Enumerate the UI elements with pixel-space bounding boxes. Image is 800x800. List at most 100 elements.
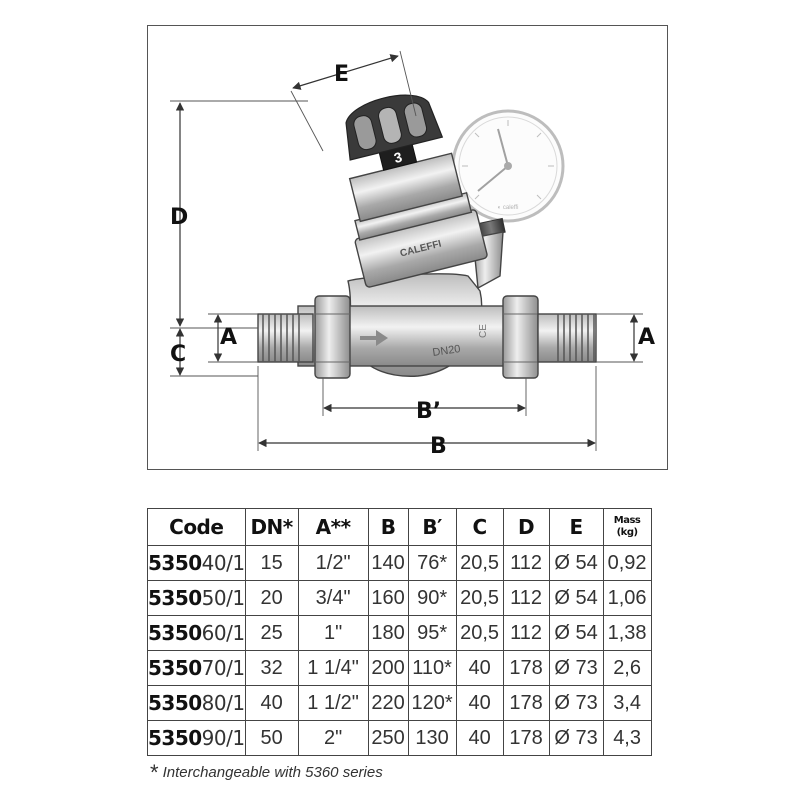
cell-a: 1" — [297, 615, 369, 651]
cell-b-prime: 130 — [407, 720, 457, 756]
svg-text:B: B — [430, 434, 447, 459]
header-dn: DN* — [244, 508, 299, 546]
dimension-a-right: A — [596, 313, 655, 363]
cell-mass: 3,4 — [602, 685, 652, 721]
code-prefix: 5350 — [148, 621, 202, 645]
cell-c: 40 — [455, 650, 504, 686]
cell-dn: 50 — [244, 720, 299, 756]
cell-code: 535080/1 — [147, 685, 246, 721]
cell-code: 535040/1 — [147, 545, 246, 581]
svg-text:D: D — [170, 205, 188, 230]
cell-a: 1 1/2" — [297, 685, 369, 721]
cell-code: 535090/1 — [147, 720, 246, 756]
code-prefix: 5350 — [148, 586, 202, 610]
code-prefix: 5350 — [148, 656, 202, 680]
svg-text:A: A — [638, 325, 655, 350]
dimension-b: B — [257, 366, 597, 459]
cell-e: Ø 54 — [548, 545, 604, 581]
code-suffix: 60/1 — [201, 621, 245, 645]
cell-b-prime: 95* — [407, 615, 457, 651]
svg-text:A: A — [220, 325, 237, 350]
footnote-star: * — [150, 760, 159, 785]
cell-dn: 25 — [244, 615, 299, 651]
valve-head: CALEFFI 3 — [345, 94, 488, 288]
dimension-c: C — [170, 327, 258, 377]
cell-b-prime: 120* — [407, 685, 457, 721]
header-mass-unit: (kg) — [616, 527, 638, 538]
cell-dn: 40 — [244, 685, 299, 721]
code-suffix: 70/1 — [201, 656, 245, 680]
cell-d: 178 — [502, 650, 550, 686]
header-e: E — [548, 508, 604, 546]
svg-text:C: C — [170, 342, 186, 367]
cell-b: 200 — [367, 650, 409, 686]
cell-b-prime: 90* — [407, 580, 457, 616]
cell-a: 2" — [297, 720, 369, 756]
header-b-prime: B′ — [407, 508, 457, 546]
footnote: *Interchangeable with 5360 series — [150, 760, 383, 786]
cell-d: 112 — [502, 615, 550, 651]
cell-a: 1 1/4" — [297, 650, 369, 686]
cell-c: 20,5 — [455, 615, 504, 651]
cell-code: 535060/1 — [147, 615, 246, 651]
dimension-d: D — [170, 100, 308, 327]
cell-b: 250 — [367, 720, 409, 756]
cell-e: Ø 73 — [548, 720, 604, 756]
svg-text:E: E — [334, 62, 349, 87]
cell-c: 40 — [455, 720, 504, 756]
cell-mass: 0,92 — [602, 545, 652, 581]
header-mass: Mass (kg) — [602, 508, 652, 546]
cell-e: Ø 54 — [548, 580, 604, 616]
footnote-text: Interchangeable with 5360 series — [162, 764, 383, 781]
setting-digit: 3 — [392, 149, 404, 166]
right-union — [502, 295, 597, 379]
cell-mass: 1,06 — [602, 580, 652, 616]
cell-c: 40 — [455, 685, 504, 721]
valve-diagram: ◐ caleffi DN20 CE — [147, 25, 668, 470]
specs-table: Code DN* A** B B′ C D E Mass (kg) 535040… — [147, 508, 652, 756]
size-mark: DN20 — [432, 343, 462, 359]
header-c: C — [455, 508, 504, 546]
valve-drawing: ◐ caleffi DN20 CE — [170, 50, 655, 459]
code-suffix: 80/1 — [201, 691, 245, 715]
svg-text:CE: CE — [478, 324, 489, 338]
cell-mass: 1,38 — [602, 615, 652, 651]
cell-c: 20,5 — [455, 580, 504, 616]
cell-b-prime: 110* — [407, 650, 457, 686]
cell-dn: 32 — [244, 650, 299, 686]
cell-e: Ø 73 — [548, 650, 604, 686]
cell-dn: 20 — [244, 580, 299, 616]
cell-d: 112 — [502, 580, 550, 616]
header-d: D — [502, 508, 550, 546]
cell-b: 160 — [367, 580, 409, 616]
code-suffix: 90/1 — [201, 726, 245, 750]
svg-text:B’: B’ — [416, 399, 441, 424]
cell-c: 20,5 — [455, 545, 504, 581]
cell-d: 178 — [502, 685, 550, 721]
dimension-a-left: A — [208, 313, 258, 363]
cell-dn: 15 — [244, 545, 299, 581]
cell-code: 535050/1 — [147, 580, 246, 616]
code-suffix: 50/1 — [201, 586, 245, 610]
cell-mass: 2,6 — [602, 650, 652, 686]
cell-b: 140 — [367, 545, 409, 581]
cell-b: 220 — [367, 685, 409, 721]
cell-a: 3/4" — [297, 580, 369, 616]
left-union — [257, 295, 351, 379]
header-b: B — [367, 508, 409, 546]
code-prefix: 5350 — [148, 551, 202, 575]
header-mass-label: Mass — [613, 515, 641, 526]
header-code: Code — [147, 508, 246, 546]
header-a: A** — [297, 508, 369, 546]
table-header-row: Code DN* A** B B′ C D E Mass (kg) — [147, 508, 652, 546]
code-prefix: 5350 — [148, 691, 202, 715]
cell-mass: 4,3 — [602, 720, 652, 756]
code-prefix: 5350 — [148, 726, 202, 750]
dimension-b-prime: B’ — [322, 378, 527, 424]
